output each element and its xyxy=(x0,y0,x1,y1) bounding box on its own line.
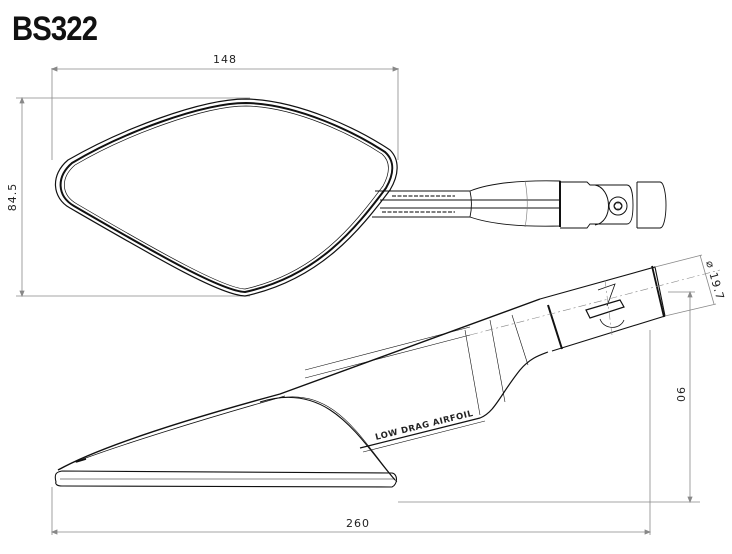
mirror-side-view xyxy=(54,265,666,488)
dimension-length-label: 260 xyxy=(346,517,370,530)
brand-logo-mark xyxy=(75,458,87,463)
dimension-height-side-label: 90 xyxy=(674,387,687,403)
stem-engraving-top xyxy=(382,195,455,213)
mirror-stem-top-view xyxy=(372,180,667,229)
model-title: BS322 xyxy=(12,10,98,48)
dimension-diameter-tube xyxy=(654,254,717,317)
dimension-height-top xyxy=(16,96,250,298)
dimension-diameter-label: ⌀ 19.7 xyxy=(703,259,727,302)
dimension-height-side xyxy=(668,290,695,504)
mirror-head-top-view xyxy=(54,98,398,297)
dimension-width-label: 148 xyxy=(213,53,237,66)
side-view-centerlines xyxy=(469,269,721,336)
low-drag-airfoil-label: LOW DRAG AIRFOIL xyxy=(374,409,474,443)
dimension-length-side xyxy=(50,330,700,535)
dimension-width-top xyxy=(50,66,400,160)
dimension-height-label: 84.5 xyxy=(6,183,19,212)
